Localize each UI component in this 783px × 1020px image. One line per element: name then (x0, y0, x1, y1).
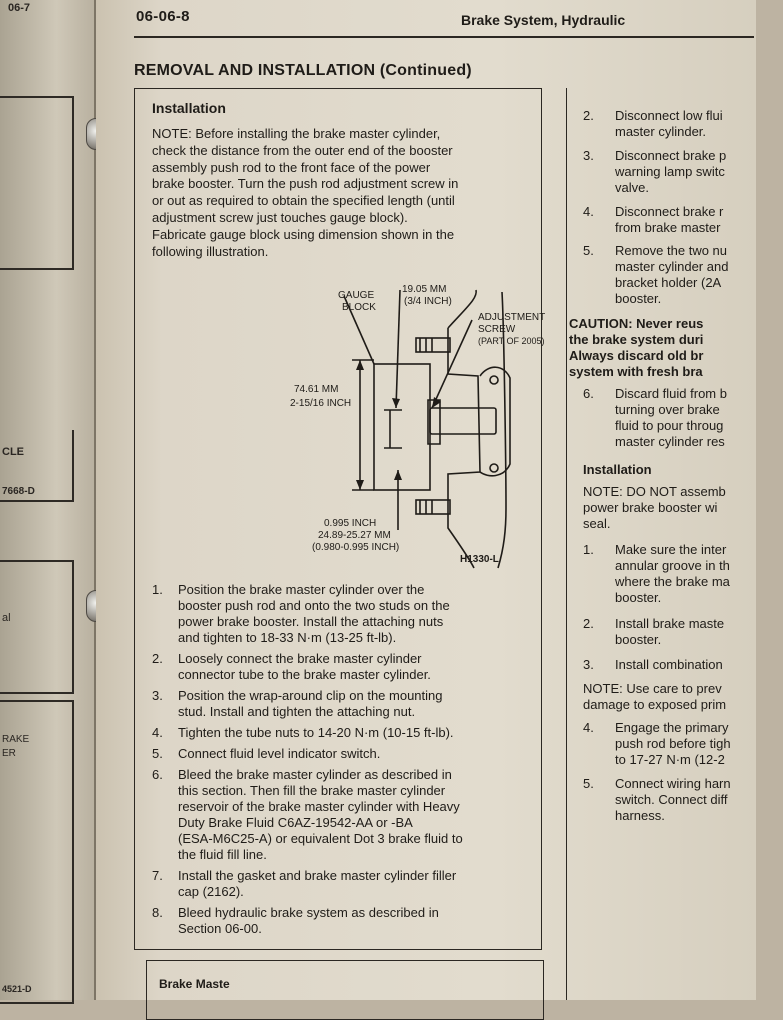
upper-stud-shape (415, 337, 451, 353)
step-item: 2. Loosely connect the brake master cyli… (152, 651, 431, 682)
manual-page: 06-06-8 Brake System, Hydraulic REMOVAL … (96, 0, 756, 1020)
next-section-box: Brake Maste (146, 960, 544, 1020)
right-installation-heading: Installation (583, 462, 652, 477)
bottom-dimension-label: 24.89-25.27 MM (318, 530, 391, 541)
gauge-block-label: GAUGE (338, 290, 374, 301)
adjustment-screw-label: (PART OF 2005) (478, 336, 545, 346)
prev-page-number: 06-7 (8, 2, 31, 14)
installation-steps: 1. Position the brake master cylinder ov… (146, 582, 536, 942)
prev-page-fragment: al (2, 612, 11, 624)
prev-page-fragment: 4521-D (2, 984, 32, 994)
procedure-box (134, 88, 542, 950)
prev-page-box (0, 700, 74, 1004)
next-section-title: Brake Maste (159, 977, 230, 991)
gauge-block-shape (373, 363, 431, 491)
push-rod-shape (429, 407, 497, 435)
page-header-title: Brake System, Hydraulic (461, 12, 626, 28)
prev-page-fragment: RAKE (2, 734, 30, 745)
top-dimension-label: (3/4 INCH) (404, 296, 452, 307)
prev-page-fragment: 7668-D (2, 486, 35, 497)
page-number: 06-06-8 (136, 8, 190, 25)
bottom-dimension-label: (0.980-0.995 INCH) (312, 542, 399, 553)
step-item: 5. Connect fluid level indicator switch. (152, 746, 381, 761)
note-line: or out as required to obtain the specifi… (152, 193, 455, 209)
step-item: 7. Install the gasket and brake master c… (152, 868, 457, 899)
lower-stud-shape (415, 499, 451, 515)
left-dimension-label: 2-15/16 INCH (290, 398, 351, 409)
adjustment-screw-label: ADJUSTMENT (478, 312, 545, 323)
gauge-block-illustration: GAUGE BLOCK 19.05 MM (3/4 INCH) ADJUSTME… (290, 284, 545, 569)
gauge-block-label: BLOCK (342, 302, 376, 313)
note-line: check the distance from the outer end of… (152, 142, 453, 158)
step-item: 1. Position the brake master cylinder ov… (152, 582, 450, 645)
note-line: NOTE: Before installing the brake master… (152, 126, 441, 141)
top-dimension-label: 19.05 MM (402, 284, 446, 295)
header-rule (134, 36, 754, 38)
step-item: 3. Position the wrap-around clip on the … (152, 688, 443, 719)
note-line: Fabricate gauge block using dimension sh… (152, 226, 455, 242)
prev-page-box (0, 96, 74, 270)
bottom-dimension-label: 0.995 INCH (324, 518, 376, 529)
left-dimension-label: 74.61 MM (294, 384, 338, 395)
previous-page-edge: 06-7 CLE 7668-D al RAKE ER 4521-D (0, 0, 96, 1004)
prev-page-box (0, 430, 74, 502)
adjustment-screw-label: SCREW (478, 324, 516, 335)
step-item: 8. Bleed hydraulic brake system as descr… (152, 905, 439, 936)
step-item: 4. Tighten the tube nuts to 14-20 N·m (1… (152, 725, 454, 740)
section-title: REMOVAL AND INSTALLATION (Continued) (134, 62, 472, 79)
step-item: 6. Bleed the brake master cylinder as de… (152, 767, 463, 862)
installation-heading: Installation (152, 100, 226, 116)
figure-code: H1330-L (460, 554, 499, 565)
installation-note: NOTE: Before installing the brake master… (152, 126, 532, 260)
note-line: following illustration. (152, 243, 269, 259)
note-line: brake booster. Turn the push rod adjustm… (152, 176, 459, 192)
note-line: assembly push rod to the front face of t… (152, 159, 431, 175)
prev-page-fragment: ER (2, 748, 16, 759)
prev-page-fragment: CLE (2, 446, 24, 458)
note-line: adjustment screw just touches gauge bloc… (152, 209, 408, 225)
prev-page-box (0, 560, 74, 694)
